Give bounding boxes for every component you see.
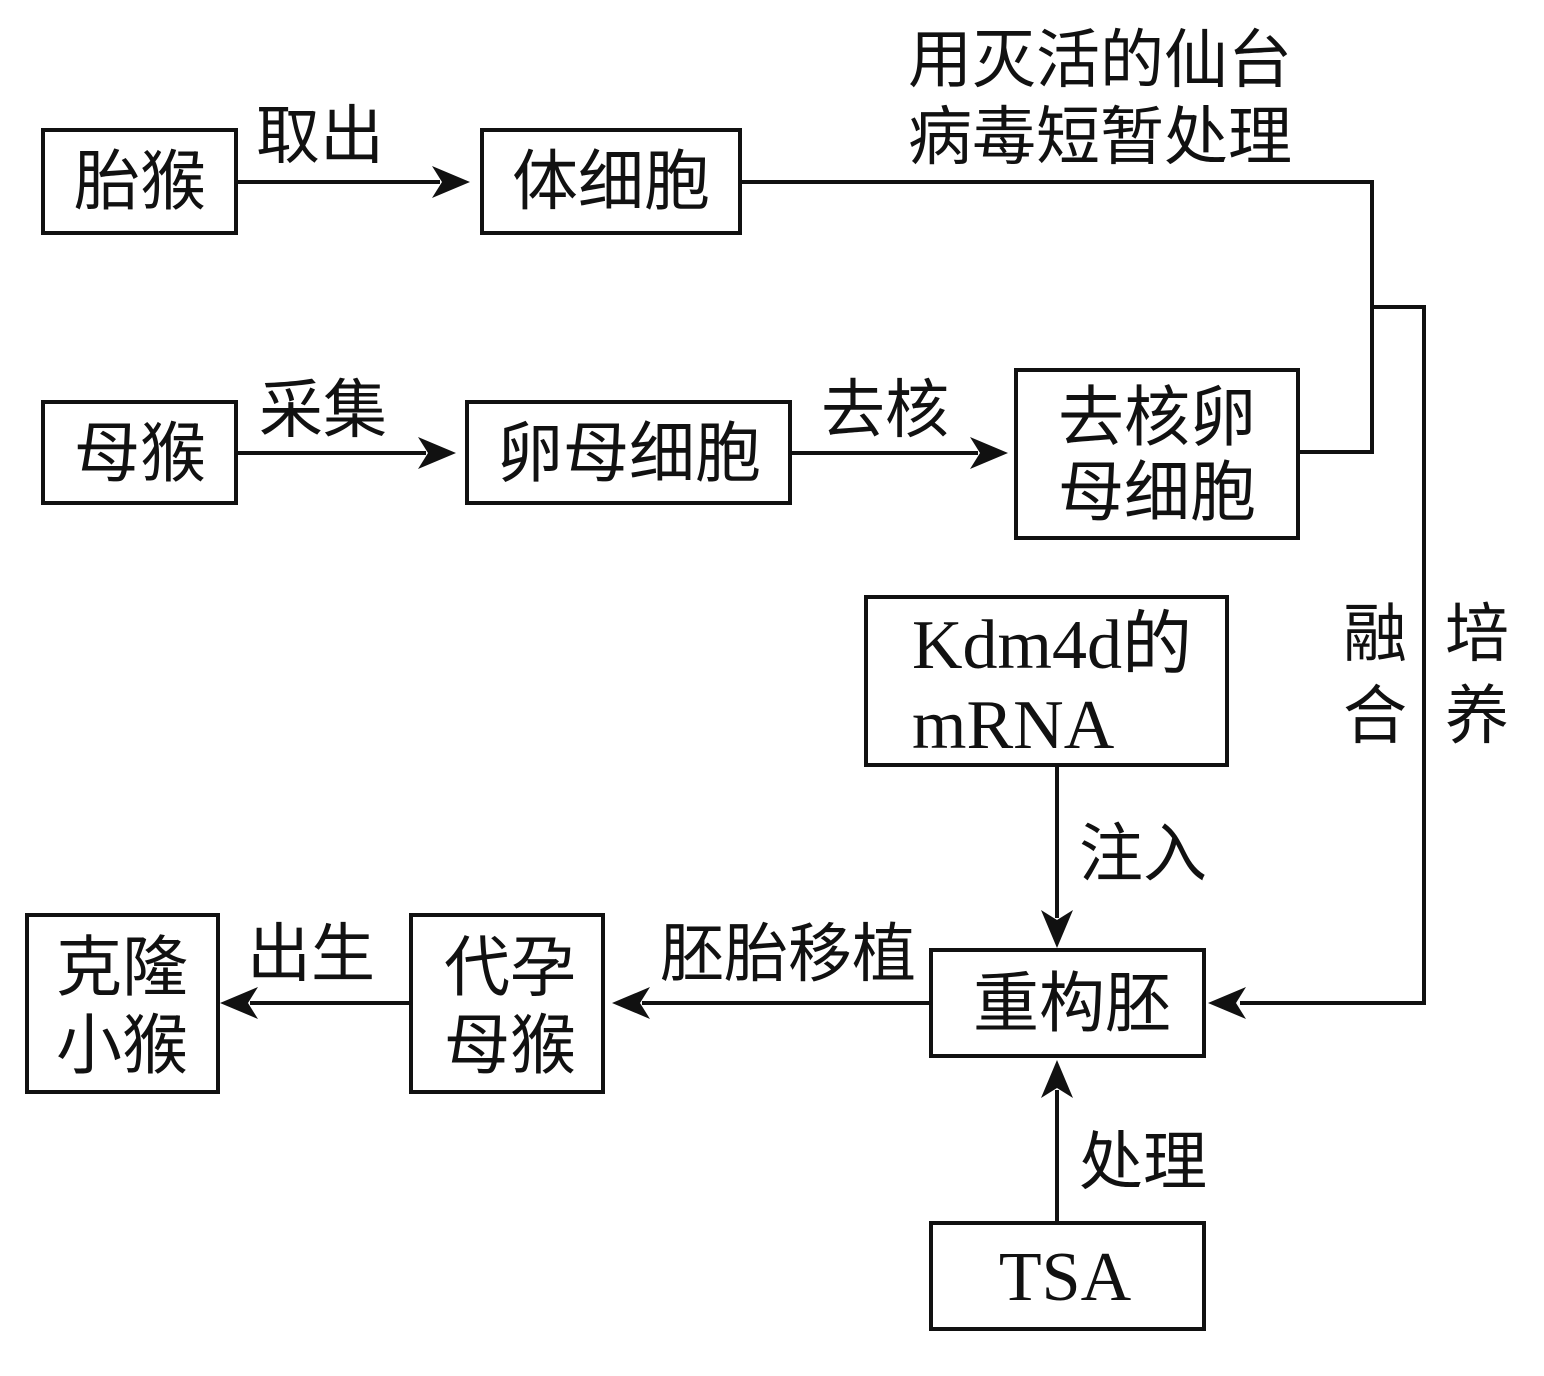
arrowhead-take-out [432, 166, 470, 198]
node-kdm4d-mrna-line-2: mRNA [912, 687, 1115, 764]
edge-label-collect: 采集 [259, 374, 387, 448]
node-enucleated-oocyte-box [1014, 368, 1300, 540]
node-surrogate-mother-box [409, 913, 605, 1094]
arrowhead-culture [1208, 987, 1246, 1019]
node-enucleated-oocyte-line-2: 母细胞 [1058, 454, 1256, 531]
node-reconstructed-embryo-box [929, 948, 1206, 1058]
node-surrogate-mother-line-2: 母猴 [444, 1007, 576, 1084]
arrowhead-birth [220, 987, 258, 1019]
edge-label-enucleate: 去核 [821, 374, 949, 448]
arrowhead-embryo-transfer [612, 987, 650, 1019]
edge-somatic-to-fusion [740, 180, 1374, 307]
node-tsa-box [929, 1221, 1206, 1331]
edge-fusion-culture [1240, 305, 1426, 1005]
node-somatic-cell: 体细胞 [512, 143, 710, 220]
node-reconstructed-embryo: 重构胚 [973, 965, 1171, 1042]
node-kdm4d-mrna-line-1: Kdm4d的 [912, 607, 1192, 684]
node-cloned-monkey-line-2: 小猴 [56, 1007, 188, 1084]
edge-label-fusion-char-2: 合 [1343, 680, 1407, 754]
node-mother-monkey: 母猴 [74, 415, 206, 492]
edge-label-birth: 出生 [247, 918, 375, 992]
edge-label-embryo-transfer: 胚胎移植 [660, 918, 916, 992]
node-kdm4d-mrna-box [864, 595, 1229, 767]
edge-label-culture-char-2: 养 [1445, 680, 1509, 754]
edge-label-culture-char-1: 培 [1445, 598, 1509, 672]
node-surrogate-mother-line-1: 代孕 [444, 929, 576, 1006]
node-somatic-cell-box [480, 128, 742, 235]
edge-oocyte-to-fusion [1298, 307, 1374, 454]
arrowhead-collect [418, 437, 456, 469]
node-cloned-monkey-line-1: 克隆 [56, 929, 188, 1006]
edge-label-treat: 处理 [1079, 1126, 1207, 1200]
arrowhead-treat [1041, 1060, 1073, 1098]
arrowhead-inject [1041, 910, 1073, 948]
edge-label-take-out: 取出 [256, 100, 384, 174]
node-mother-monkey-box [41, 400, 238, 505]
node-fetal-monkey-box [41, 128, 238, 235]
edge-label-virus-treatment-line-2: 病毒短暂处理 [908, 101, 1292, 175]
arrowhead-enucleate [970, 437, 1008, 469]
node-cloned-monkey-box [25, 913, 220, 1094]
edge-label-fusion-char-1: 融 [1343, 598, 1407, 672]
edge-label-inject: 注入 [1079, 818, 1207, 892]
edge-label-virus-treatment-line-1: 用灭活的仙台 [908, 24, 1292, 98]
node-oocyte: 卵母细胞 [497, 415, 761, 492]
node-fetal-monkey: 胎猴 [74, 143, 206, 220]
node-oocyte-box [465, 400, 792, 505]
node-enucleated-oocyte-line-1: 去核卵 [1058, 379, 1256, 456]
node-tsa: TSA [999, 1239, 1132, 1316]
